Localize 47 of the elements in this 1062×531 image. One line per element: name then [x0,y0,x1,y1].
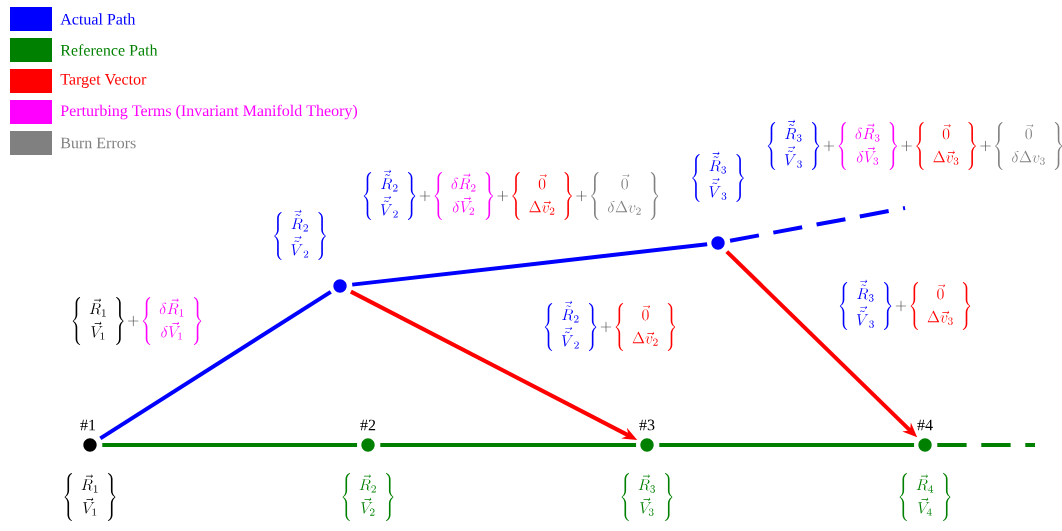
label: $+$ [576,190,587,202]
label: $+$ [901,140,912,152]
state-vector: $\left\{\begin{array}{c}\vec{\tilde{R}}_2\\ \vec{\tilde{V}}_2\end{array}\right\}$ [274,209,326,260]
point-label: #3 [639,419,655,431]
point-label: #4 [917,419,933,431]
path-line [99,290,332,441]
legend-text: Actual Path [60,13,136,25]
legend-text: Perturbing Terms (Invariant Manifold Theory) [60,104,358,120]
state-sum: $\left\{\begin{array}{c}\vec{\tilde{R}}_2\\ \vec{\tilde{V}}_2\end{array}\right\}$ $+$ $\left\{\begin{array}{c}\vec{0}\\ \Delta\vec{v}_2\end{array}\right\}$ [544,300,676,351]
path-line [102,443,358,447]
label: $\left\{\begin{array}{c}\delta\vec{R}_2\\ \delta\vec{V}_2\end{array}\right\}$ [434,172,493,221]
state-vector: $\left\{\begin{array}{c}\vec{R}_3\\ \vec{V}_3\end{array}\right\}$ [621,473,673,521]
path-point [83,438,97,452]
path-point [640,438,654,452]
label: $+$ [497,190,508,202]
label: $\left\{\begin{array}{c}\vec{\tilde{R}}_3\\ \vec{\tilde{V}}_3\end{array}\right\}$ [767,119,820,170]
legend-text: Target Vector [60,74,147,88]
path-point [711,236,725,250]
state-vector: $\left\{\begin{array}{c}\vec{R}_1\\ \vec{V}_1\end{array}\right\}$ [64,473,116,521]
state-vector: $\left\{\begin{array}{c}\vec{R}_2\\ \vec{V}_2\end{array}\right\}$ [342,473,394,521]
label: $\left\{\begin{array}{c}\vec{\tilde{R}}_2\\ \vec{\tilde{V}}_2\end{array}\right\}$ [363,169,416,221]
state-vector: $\left\{\begin{array}{c}\vec{\tilde{R}}_3\\ \vec{\tilde{V}}_3\end{array}\right\}$ [692,151,744,202]
path-line [351,242,708,287]
legend-text: Reference Path [60,44,158,56]
state-sum: $\left\{\begin{array}{c}\vec{\tilde{R}}_3\\ \vec{\tilde{V}}_3\end{array}\right\}$ $+$ $\left\{\begin{array}{c}\delta\vec{R}_3\\ \delta\vec{V}_3\end{array}\right\}$ $+$ $\left\{\begin{array}{c}\vec{0}\\ \Delta\vec{v}_3\end{array}\right\}$ $+$ $\left\{\begin{array}{c}\vec{0}\\ \delta\Delta v_3\end{array}\right\}$ [767,119,1062,170]
label: $+$ [419,190,431,202]
label: $+$ [980,140,991,152]
path-line [729,206,906,243]
label: $\left\{\begin{array}{c}\delta\vec{R}_3\\ \delta\vec{V}_3\end{array}\right\}$ [838,122,897,170]
path-line [937,443,1035,447]
label: $\left\{\begin{array}{c}\vec{0}\\ \Delta\vec{v}_3\end{array}\right\}$ [916,122,976,170]
path-point [361,438,375,452]
label: $\left\{\begin{array}{c}\vec{0}\\ \delta\Delta v_3\end{array}\right\}$ [995,122,1062,170]
path-line [380,443,637,447]
point-label: #2 [360,419,376,431]
label: $\left\{\begin{array}{c}\vec{0}\\ \delta\Delta v_2\end{array}\right\}$ [591,172,659,221]
path-line [659,443,915,447]
point-label: #1 [80,419,96,431]
legend-text: Burn Errors [60,137,136,149]
label: $\left\{\begin{array}{c}\vec{0}\\ \Delta\vec{v}_2\end{array}\right\}$ [512,172,572,221]
state-sum: $\left\{\begin{array}{c}\vec{\tilde{R}}_3\\ \vec{\tilde{V}}_3\end{array}\right\}$ $+$ $\left\{\begin{array}{c}\vec{0}\\ \Delta\vec{v}_3\end{array}\right\}$ [839,279,971,330]
state-vector: $\left\{\begin{array}{c}\vec{R}_4\\ \vec{V}_4\end{array}\right\}$ [899,473,951,521]
path-point [333,279,347,293]
state-sum: $\left\{\begin{array}{c}\vec{R}_1\\ \vec{V}_1\end{array}\right\}$ $+$ $\left\{\begin{array}{c}\delta\vec{R}_1\\ \delta\vec{V}_1\end{array}\right\}$ [72,297,202,345]
path-point [918,438,932,452]
state-sum: $\left\{\begin{array}{c}\vec{\tilde{R}}_2\\ \vec{\tilde{V}}_2\end{array}\right\}$ $+$ $\left\{\begin{array}{c}\delta\vec{R}_2\\ \delta\vec{V}_2\end{array}\right\}$ $+$ $\left\{\begin{array}{c}\vec{0}\\ \Delta\vec{v}_2\end{array}\right\}$ $+$ $\left\{\begin{array}{c}\vec{0}\\ \delta\Delta v_2\end{array}\right\}$ [363,169,659,220]
label: $+$ [823,140,835,152]
